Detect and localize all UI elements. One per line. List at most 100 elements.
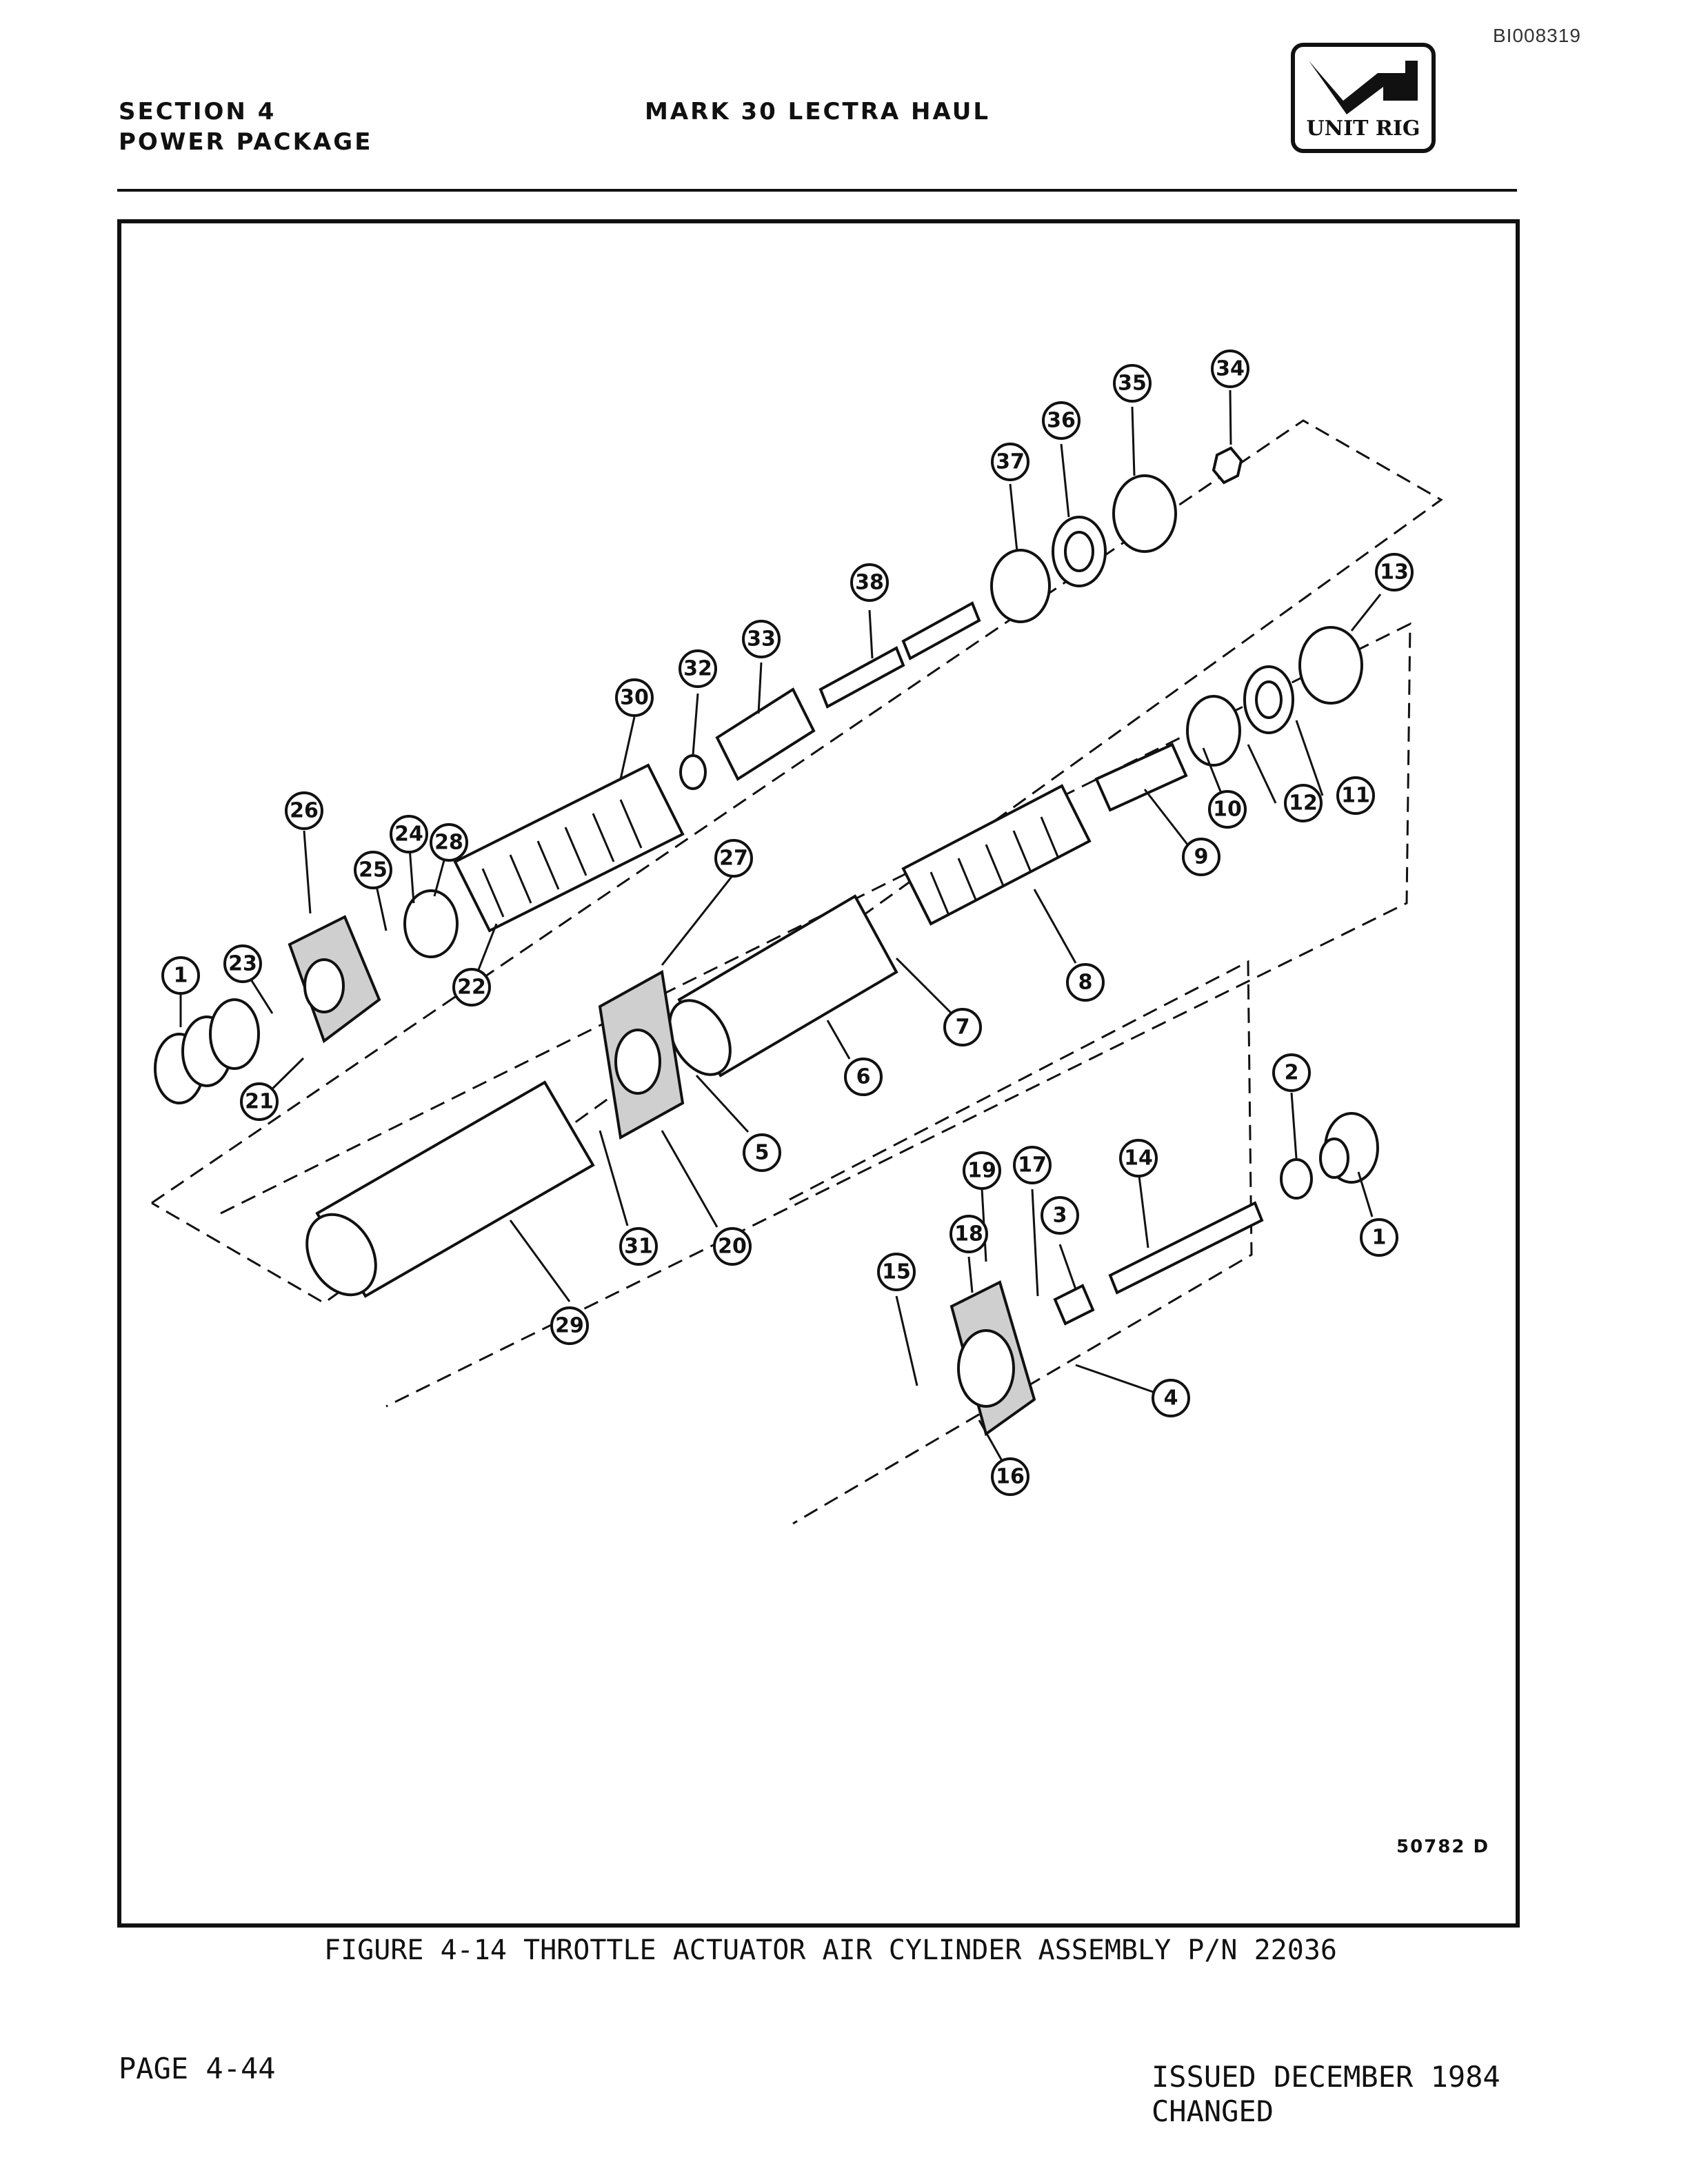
rod-14 — [1108, 1201, 1264, 1295]
page-number: PAGE 4-44 — [119, 2052, 276, 2085]
subsection-heading: POWER PACKAGE — [119, 128, 373, 156]
callout-31: 31 — [619, 1227, 658, 1266]
document-id: BI008319 — [1493, 25, 1581, 46]
callout-38: 38 — [850, 563, 889, 602]
callout-16: 16 — [991, 1457, 1029, 1496]
callout-label: 36 — [1047, 409, 1076, 433]
callout-23: 23 — [223, 944, 262, 983]
callout-3: 3 — [1041, 1196, 1079, 1235]
callout-label: 19 — [967, 1159, 996, 1183]
callout-14: 14 — [1119, 1139, 1158, 1177]
sleeve-33 — [715, 687, 816, 781]
callout-13: 13 — [1375, 553, 1414, 592]
upper-envelope-line — [151, 419, 1443, 1304]
seal-11 — [1243, 665, 1294, 734]
callout-25: 25 — [354, 851, 392, 889]
callout-28: 28 — [430, 823, 468, 862]
piston-37 — [990, 549, 1051, 623]
callout-label: 9 — [1194, 845, 1209, 869]
callout-11: 11 — [1336, 776, 1375, 815]
callout-label: 22 — [457, 975, 486, 1000]
callout-label: 28 — [434, 831, 463, 855]
callout-21: 21 — [240, 1082, 279, 1121]
callout-7: 7 — [943, 1008, 982, 1046]
callout-label: 7 — [956, 1015, 970, 1040]
callout-10: 10 — [1208, 790, 1247, 829]
callout-label: 27 — [719, 847, 748, 871]
callout-18: 18 — [950, 1215, 988, 1253]
nut-2 — [1280, 1158, 1313, 1200]
end-body-assembly — [950, 1280, 1036, 1437]
diaphragm-28 — [403, 889, 459, 958]
callout-label: 21 — [245, 1090, 274, 1114]
callout-2: 2 — [1272, 1053, 1311, 1092]
lower-envelope-line — [789, 960, 1253, 1525]
manual-title: MARK 30 LECTRA HAUL — [645, 98, 991, 125]
callout-29: 29 — [550, 1306, 589, 1345]
callout-1-right: 1 — [1360, 1218, 1398, 1257]
fitting-3 — [1053, 1284, 1095, 1326]
callout-label: 3 — [1053, 1204, 1067, 1228]
callout-label: 18 — [954, 1222, 983, 1246]
callout-label: 31 — [624, 1235, 653, 1259]
callout-label: 12 — [1289, 791, 1318, 816]
callout-label: 33 — [747, 627, 776, 651]
rod-38 — [818, 601, 981, 709]
callout-35: 35 — [1113, 364, 1152, 403]
cylinder-tube-6 — [668, 894, 898, 1078]
callout-36: 36 — [1042, 401, 1081, 440]
piston-rod-9 — [1094, 742, 1188, 812]
callout-label: 38 — [855, 571, 884, 595]
flange-20 — [598, 969, 685, 1140]
changed-note: CHANGED — [1152, 2094, 1274, 2128]
end-cap-35 — [1112, 474, 1177, 553]
leader-lines — [179, 390, 1382, 1476]
callout-label: 37 — [996, 450, 1025, 474]
callout-label: 5 — [755, 1141, 770, 1165]
callout-15: 15 — [877, 1253, 916, 1291]
callout-32: 32 — [679, 649, 717, 688]
callout-19: 19 — [963, 1151, 1001, 1190]
callout-26: 26 — [285, 791, 323, 830]
callout-label: 2 — [1285, 1061, 1299, 1085]
callout-label: 29 — [555, 1314, 584, 1338]
callout-label: 25 — [359, 858, 388, 882]
callout-label: 15 — [882, 1260, 911, 1284]
callout-label: 10 — [1213, 798, 1242, 822]
callout-27: 27 — [714, 839, 753, 878]
logo-text: UNIT RIG — [1306, 117, 1420, 141]
cylinder-tube-29 — [305, 1080, 595, 1298]
piston-12 — [1186, 695, 1241, 767]
nut-34 — [1212, 446, 1243, 485]
callout-24: 24 — [390, 815, 428, 853]
callout-9: 9 — [1182, 838, 1220, 876]
header-rule — [117, 189, 1517, 192]
callout-label: 17 — [1018, 1153, 1047, 1177]
section-heading: SECTION 4 — [119, 98, 277, 125]
callout-label: 16 — [996, 1465, 1025, 1489]
callout-22: 22 — [452, 968, 491, 1007]
callout-4: 4 — [1152, 1379, 1190, 1417]
spring-8 — [901, 784, 1092, 926]
callout-label: 20 — [718, 1235, 747, 1259]
figure-frame — [117, 219, 1520, 1928]
callout-34: 34 — [1211, 350, 1249, 388]
callout-1-left: 1 — [161, 956, 200, 995]
callout-37: 37 — [991, 443, 1029, 481]
callout-label: 30 — [620, 686, 649, 710]
issue-block: ISSUED DECEMBER 1984 CHANGED — [1152, 2060, 1500, 2129]
callout-8: 8 — [1066, 963, 1105, 1002]
washer-32 — [679, 754, 707, 790]
drawing-number: 50782 D — [1396, 1837, 1490, 1857]
callout-label: 1 — [174, 964, 188, 988]
callout-label: 23 — [228, 952, 257, 976]
pulley-1-right — [1319, 1112, 1379, 1184]
callout-label: 26 — [290, 799, 319, 823]
spring-30 — [453, 763, 685, 933]
callout-label: 35 — [1118, 372, 1147, 396]
callout-label: 14 — [1124, 1146, 1153, 1171]
flange-26 — [288, 915, 381, 1044]
issued-date: ISSUED DECEMBER 1984 — [1152, 2060, 1500, 2094]
callout-label: 13 — [1380, 560, 1409, 585]
